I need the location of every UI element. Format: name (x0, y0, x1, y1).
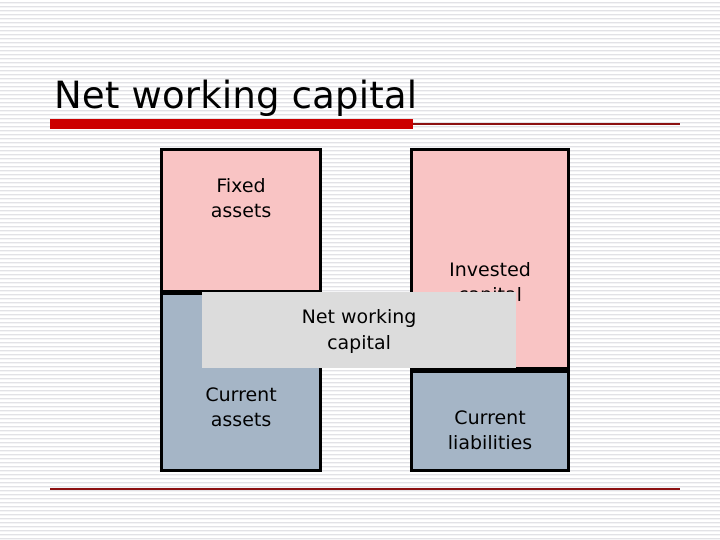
diagram-box-current-liabilities-label: Current liabilities (447, 407, 533, 454)
diagram-band-net-working-capital: Net working capital (202, 292, 516, 368)
footer-rule (50, 488, 680, 490)
diagram-box-current-assets-label: Current assets (205, 384, 277, 431)
diagram-box-fixed-assets-label: Fixed assets (210, 174, 272, 222)
diagram-box-current-liabilities: Current liabilities (410, 370, 570, 472)
title-underline-accent (50, 119, 413, 129)
diagram-band-net-working-capital-label: Net working capital (301, 306, 417, 354)
diagram-box-fixed-assets: Fixed assets (160, 148, 322, 293)
page-title: Net working capital (54, 74, 418, 117)
